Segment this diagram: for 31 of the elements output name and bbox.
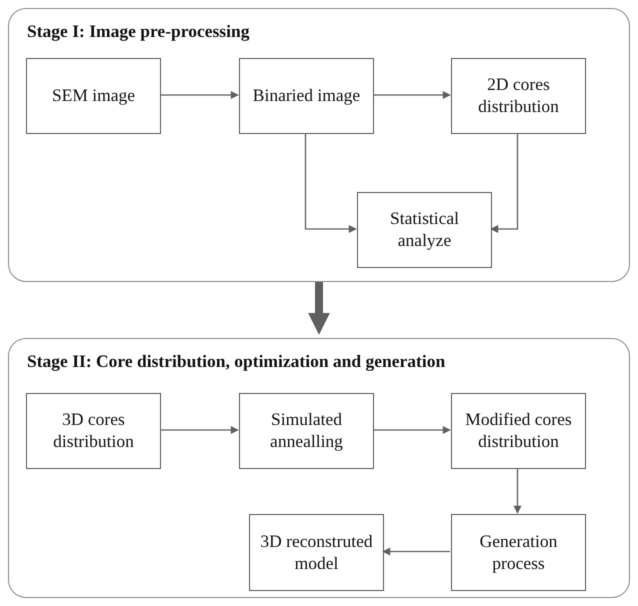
stage-heading: Stage I: Image pre-processing	[27, 21, 250, 42]
box-label: Modified cores distribution	[464, 409, 573, 453]
box-label: Generation process	[478, 530, 558, 574]
process-box	[26, 393, 161, 469]
arrow	[160, 426, 239, 434]
box-label: SEM image	[50, 85, 136, 107]
process-box	[357, 192, 492, 268]
box-label: 2D cores distribution	[477, 74, 560, 118]
process-box	[26, 58, 161, 134]
process-box	[451, 58, 586, 134]
arrow	[382, 548, 450, 556]
process-box	[239, 393, 374, 469]
box-label: Binaried image	[252, 85, 362, 107]
arrow	[160, 91, 239, 99]
process-box	[249, 514, 384, 591]
stage-heading: Stage II: Core distribution, optimization and generation	[27, 351, 446, 372]
arrow	[304, 133, 357, 233]
box-label: Simulated annealling	[269, 409, 344, 453]
stage-panel	[8, 338, 630, 598]
stage-panel	[8, 8, 630, 282]
arrow	[373, 91, 451, 99]
process-box	[239, 58, 374, 134]
box-label: 3D reconstruted model	[259, 530, 374, 574]
arrow	[490, 133, 518, 233]
box-label: 3D cores distribution	[52, 409, 135, 453]
process-box	[451, 514, 586, 591]
arrow	[373, 426, 451, 434]
process-box	[451, 393, 586, 469]
arrow	[308, 282, 330, 335]
arrow	[514, 468, 522, 514]
box-label: Statistical analyze	[388, 208, 460, 252]
